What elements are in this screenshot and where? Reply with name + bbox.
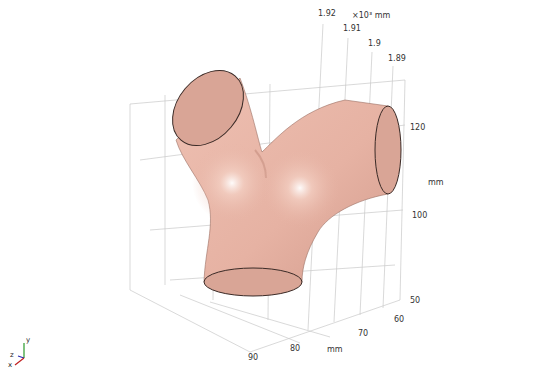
axis-tick-label: 100 [412, 212, 427, 220]
axis-tick-label: 50 [410, 297, 420, 305]
axis-triad-label: z [10, 352, 14, 359]
axis-tick-label: 1.92 [318, 10, 336, 18]
axis-tick-label: 60 [394, 316, 404, 324]
axis-tick-label: 1.89 [388, 55, 406, 63]
axis-tick-label: 1.9 [368, 40, 381, 48]
axis-tick-label: ×10³ mm [352, 12, 390, 20]
axis-tick-label: 80 [290, 345, 300, 353]
axis-tick-label: 1.91 [343, 25, 361, 33]
axis-triad-label: y [26, 337, 30, 344]
axis-tick-label: 120 [410, 124, 425, 132]
axis-tick-label: mm [428, 179, 444, 187]
axis-triad-label: x [8, 362, 12, 369]
axis-tick-label: mm [327, 346, 343, 354]
axis-tick-label: 90 [248, 354, 258, 362]
axis-tick-label: 70 [358, 330, 368, 338]
